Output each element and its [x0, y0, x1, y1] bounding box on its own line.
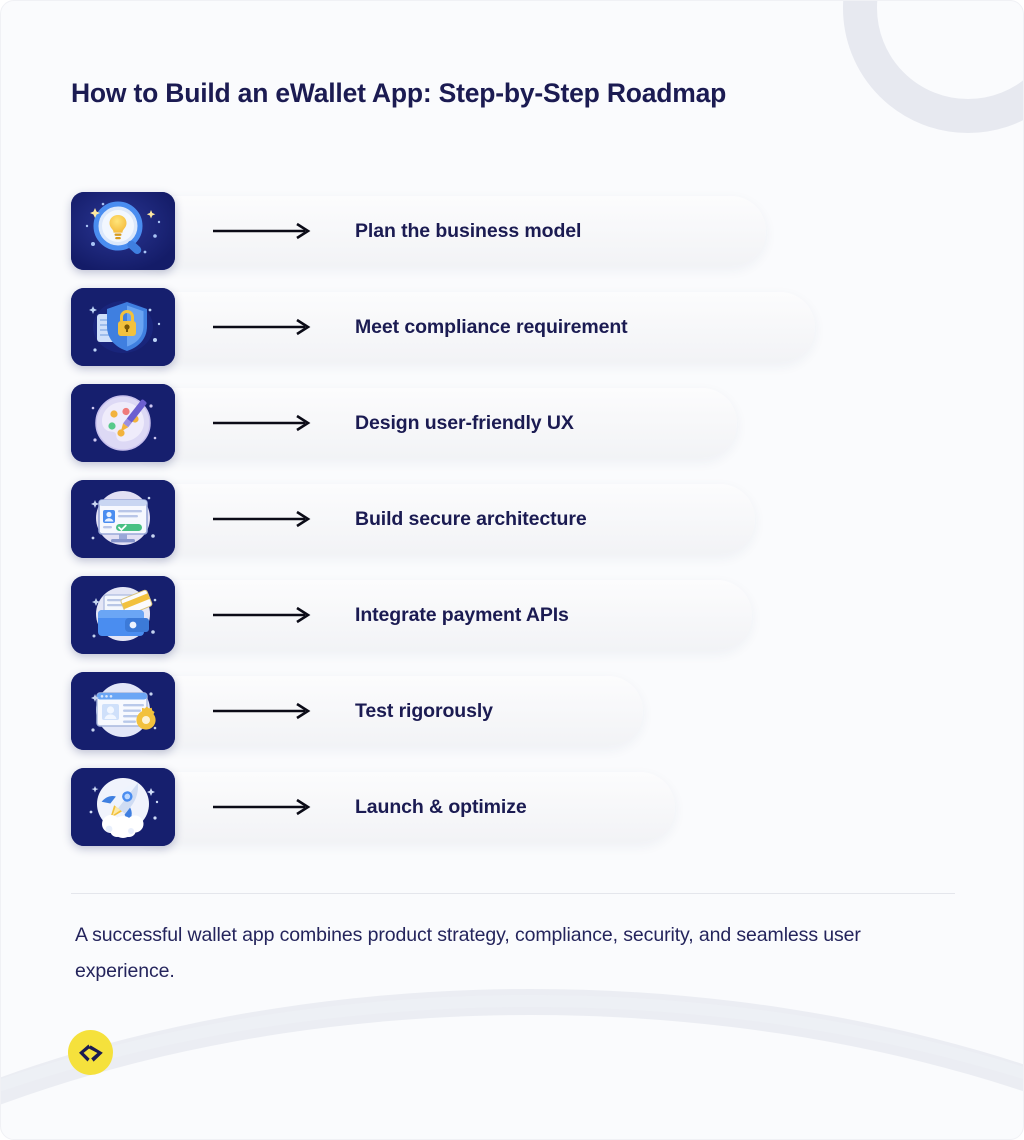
footer-note: A successful wallet app combines product… — [75, 924, 861, 983]
monitor-profile-icon — [71, 480, 175, 558]
step-label: Build secure architecture — [355, 507, 587, 530]
step-label: Meet compliance requirement — [355, 315, 628, 338]
steps-list: Plan the business model — [71, 192, 815, 846]
arrow-right-icon — [213, 413, 315, 433]
step-label: Test rigorously — [355, 699, 493, 722]
step-row[interactable]: Meet compliance requirement — [71, 288, 815, 366]
step-row[interactable]: Design user-friendly UX — [71, 384, 771, 462]
step-label: Plan the business model — [355, 219, 582, 242]
step-label: Design user-friendly UX — [355, 411, 574, 434]
rocket-launch-icon — [71, 768, 175, 846]
footer-divider — [71, 893, 955, 894]
arrow-right-icon — [213, 221, 315, 241]
paint-palette-icon — [71, 384, 175, 462]
decorative-ring-top-right — [843, 1, 1023, 133]
arrow-right-icon — [213, 317, 315, 337]
step-row[interactable]: Test rigorously — [71, 672, 771, 750]
decorative-arc-bottom — [1, 989, 1023, 1139]
step-row[interactable]: Launch & optimize — [71, 768, 771, 846]
step-row[interactable]: Plan the business model — [71, 192, 771, 270]
magnifier-lightbulb-icon — [71, 192, 175, 270]
shield-lock-icon — [71, 288, 175, 366]
arrow-right-icon — [213, 605, 315, 625]
decorative-arc-bottom-thin — [1, 995, 1023, 1139]
step-label: Launch & optimize — [355, 795, 527, 818]
browser-gear-icon — [71, 672, 175, 750]
page-title: How to Build an eWallet App: Step-by-Ste… — [71, 78, 727, 108]
step-row[interactable]: Integrate payment APIs — [71, 576, 771, 654]
wallet-card-icon — [71, 576, 175, 654]
arrow-right-icon — [213, 509, 315, 529]
arrow-right-icon — [213, 797, 315, 817]
arrow-right-icon — [213, 701, 315, 721]
step-label: Integrate payment APIs — [355, 603, 569, 626]
step-row[interactable]: Build secure architecture — [71, 480, 771, 558]
angular-chevron-mark-icon — [78, 1044, 103, 1062]
brand-logo[interactable] — [68, 1030, 113, 1075]
